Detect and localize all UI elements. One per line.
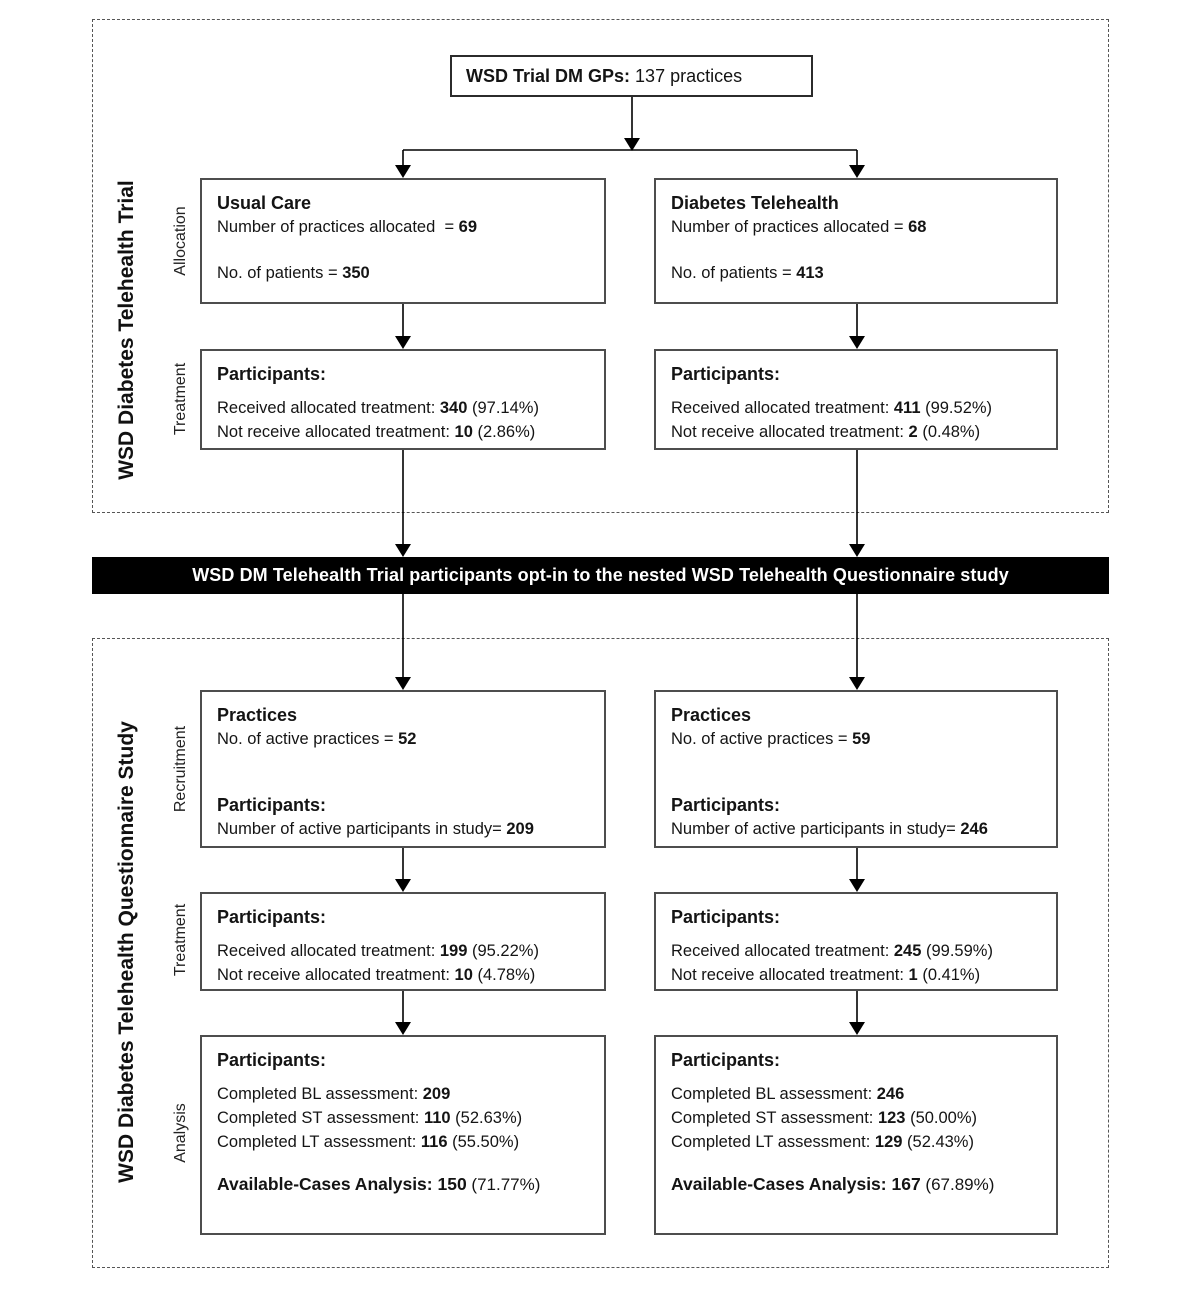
usual-care-analysis-box: Participants: Completed BL assessment: 2… bbox=[200, 1035, 606, 1235]
box-title: Participants: bbox=[217, 364, 327, 384]
usual-care-allocation-box: Usual Care Number of practices allocated… bbox=[200, 178, 606, 304]
box-title: Practices bbox=[671, 705, 752, 725]
box-title: Participants: bbox=[217, 1050, 327, 1070]
received-treatment-pct: (99.59%) bbox=[921, 942, 993, 960]
box-title: Participants: bbox=[671, 907, 781, 927]
st-assessment-label: Completed ST assessment: bbox=[217, 1109, 424, 1127]
practices-allocated-value: 69 bbox=[458, 218, 478, 236]
telehealth-analysis-box: Participants: Completed BL assessment: 2… bbox=[654, 1035, 1058, 1235]
patients-label: No. of patients = bbox=[671, 264, 797, 282]
gps-total-label: WSD Trial DM GPs: bbox=[466, 65, 631, 86]
active-participants-label: Number of active participants in study= bbox=[217, 820, 507, 838]
telehealth-allocation-box: Diabetes Telehealth Number of practices … bbox=[654, 178, 1058, 304]
st-assessment-value: 110 bbox=[423, 1109, 451, 1127]
not-received-pct: (4.78%) bbox=[472, 966, 536, 984]
active-practices-label: No. of active practices = bbox=[217, 730, 399, 748]
practices-allocated-value: 68 bbox=[908, 218, 927, 236]
available-cases-value: 150 bbox=[437, 1174, 467, 1194]
received-treatment-value: 340 bbox=[439, 399, 468, 417]
patients-label: No. of patients = bbox=[217, 264, 343, 282]
not-received-value: 10 bbox=[454, 423, 473, 441]
telehealth-q-treatment-box: Participants: Received allocated treatme… bbox=[654, 892, 1058, 991]
not-received-label: Not receive allocated treatment: bbox=[671, 966, 909, 984]
usual-care-q-treatment-box: Participants: Received allocated treatme… bbox=[200, 892, 606, 991]
telehealth-recruitment-box: Practices No. of active practices = 59 P… bbox=[654, 690, 1058, 848]
active-practices-value: 59 bbox=[852, 730, 871, 748]
available-cases-pct: (67.89%) bbox=[920, 1175, 995, 1194]
row-label-treatment-questionnaire: Treatment bbox=[172, 903, 189, 977]
received-treatment-value: 245 bbox=[893, 942, 922, 960]
active-participants-label: Number of active participants in study= bbox=[671, 820, 961, 838]
received-treatment-pct: (99.52%) bbox=[920, 399, 993, 417]
bl-assessment-label: Completed BL assessment: bbox=[671, 1085, 877, 1103]
box-title: Practices bbox=[217, 705, 298, 725]
st-assessment-label: Completed ST assessment: bbox=[671, 1109, 878, 1127]
not-received-value: 1 bbox=[908, 966, 918, 984]
gps-total-box: WSD Trial DM GPs: 137 practices bbox=[450, 55, 813, 97]
not-received-value: 10 bbox=[454, 966, 473, 984]
questionnaire-side-label: WSD Diabetes Telehealth Questionnaire St… bbox=[115, 721, 138, 1183]
received-treatment-label: Received allocated treatment: bbox=[217, 399, 440, 417]
participants-title: Participants: bbox=[671, 795, 781, 815]
active-practices-value: 52 bbox=[398, 730, 417, 748]
not-received-label: Not receive allocated treatment: bbox=[671, 423, 909, 441]
not-received-pct: (2.86%) bbox=[472, 423, 536, 441]
active-participants-value: 246 bbox=[960, 820, 988, 838]
not-received-pct: (0.48%) bbox=[917, 423, 981, 441]
box-title: Participants: bbox=[671, 1050, 781, 1070]
usual-care-treatment-box: Participants: Received allocated treatme… bbox=[200, 349, 606, 450]
received-treatment-pct: (97.14%) bbox=[467, 399, 539, 417]
bl-assessment-label: Completed BL assessment: bbox=[217, 1085, 423, 1103]
available-cases-label: Available-Cases Analysis: bbox=[671, 1174, 892, 1194]
received-treatment-value: 411 bbox=[893, 399, 921, 417]
received-treatment-label: Received allocated treatment: bbox=[671, 942, 894, 960]
st-assessment-value: 123 bbox=[877, 1109, 906, 1127]
active-participants-value: 209 bbox=[506, 820, 534, 838]
gps-total-value: 137 practices bbox=[630, 65, 743, 86]
patients-value: 413 bbox=[796, 264, 824, 282]
lt-assessment-pct: (52.43%) bbox=[902, 1133, 974, 1151]
practices-allocated-label: Number of practices allocated = bbox=[217, 218, 459, 236]
row-label-recruitment: Recruitment bbox=[172, 725, 189, 813]
not-received-pct: (0.41%) bbox=[917, 966, 981, 984]
lt-assessment-value: 129 bbox=[874, 1133, 903, 1151]
row-label-analysis: Analysis bbox=[172, 1103, 189, 1163]
received-treatment-value: 199 bbox=[439, 942, 468, 960]
box-title: Diabetes Telehealth bbox=[671, 193, 839, 213]
box-title: Participants: bbox=[671, 364, 781, 384]
available-cases-label: Available-Cases Analysis: bbox=[217, 1174, 438, 1194]
bl-assessment-value: 246 bbox=[876, 1085, 905, 1103]
patients-value: 350 bbox=[342, 264, 370, 282]
not-received-value: 2 bbox=[908, 423, 918, 441]
lt-assessment-pct: (55.50%) bbox=[447, 1133, 520, 1151]
practices-allocated-label: Number of practices allocated = bbox=[671, 218, 909, 236]
received-treatment-pct: (95.22%) bbox=[467, 942, 539, 960]
not-received-label: Not receive allocated treatment: bbox=[217, 423, 455, 441]
st-assessment-pct: (50.00%) bbox=[905, 1109, 978, 1127]
telehealth-treatment-box: Participants: Received allocated treatme… bbox=[654, 349, 1058, 450]
usual-care-recruitment-box: Practices No. of active practices = 52 P… bbox=[200, 690, 606, 848]
lt-assessment-value: 116 bbox=[420, 1133, 448, 1151]
lt-assessment-label: Completed LT assessment: bbox=[217, 1133, 421, 1151]
participants-title: Participants: bbox=[217, 795, 327, 815]
bl-assessment-value: 209 bbox=[422, 1085, 451, 1103]
st-assessment-pct: (52.63%) bbox=[450, 1109, 523, 1127]
opt-in-banner: WSD DM Telehealth Trial participants opt… bbox=[92, 557, 1109, 594]
row-label-allocation: Allocation bbox=[172, 206, 189, 276]
not-received-label: Not receive allocated treatment: bbox=[217, 966, 455, 984]
trial-section-frame bbox=[92, 19, 1109, 513]
questionnaire-section-frame bbox=[92, 638, 1109, 1268]
available-cases-value: 167 bbox=[891, 1174, 921, 1194]
received-treatment-label: Received allocated treatment: bbox=[217, 942, 440, 960]
received-treatment-label: Received allocated treatment: bbox=[671, 399, 894, 417]
lt-assessment-label: Completed LT assessment: bbox=[671, 1133, 875, 1151]
box-title: Participants: bbox=[217, 907, 327, 927]
row-label-treatment-trial: Treatment bbox=[172, 362, 189, 436]
trial-side-label: WSD Diabetes Telehealth Trial bbox=[115, 180, 138, 480]
available-cases-pct: (71.77%) bbox=[466, 1175, 541, 1194]
active-practices-label: No. of active practices = bbox=[671, 730, 853, 748]
box-title: Usual Care bbox=[217, 193, 312, 213]
